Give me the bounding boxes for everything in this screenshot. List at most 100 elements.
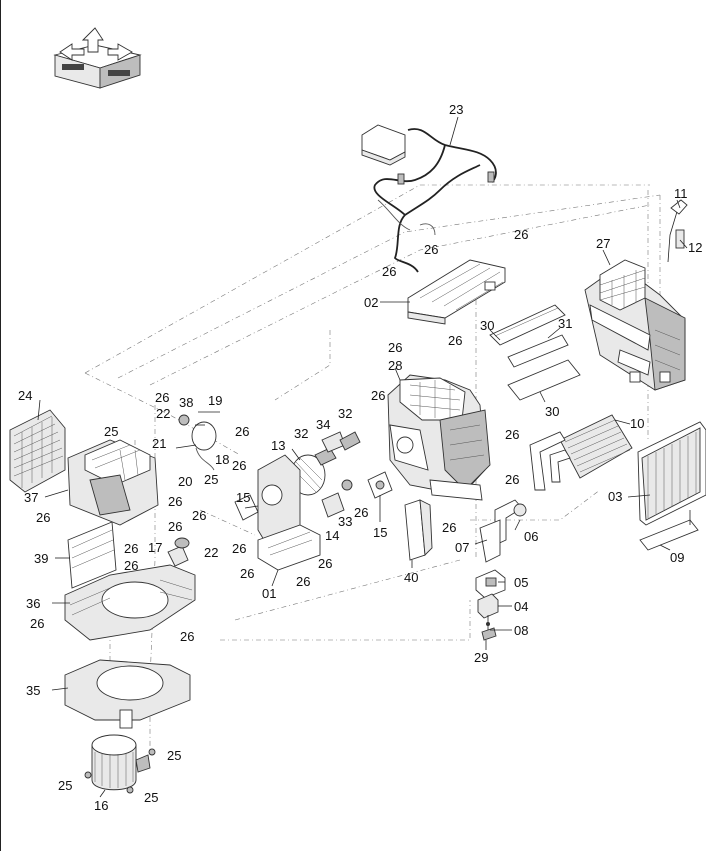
callout-26: 26: [180, 629, 194, 644]
seal-pad-30a: [489, 304, 566, 346]
callout-26: 26: [296, 574, 310, 589]
callout-15a: 15: [236, 490, 250, 505]
callout-23: 23: [449, 102, 463, 117]
clip-29: [481, 627, 497, 641]
valve-05: [475, 569, 506, 599]
callout-28: 28: [388, 358, 402, 373]
callout-26: 26: [232, 458, 246, 473]
callout-24: 24: [18, 388, 32, 403]
callout-26: 26: [448, 333, 462, 348]
pin-08: [486, 615, 490, 632]
callout-34: 34: [316, 417, 330, 432]
callout-15b: 15: [373, 525, 387, 540]
callout-12: 12: [688, 240, 702, 255]
callout-26: 26: [318, 556, 332, 571]
callout-26: 26: [232, 541, 246, 556]
intake-housing-37: [67, 439, 159, 526]
callout-26: 26: [240, 566, 254, 581]
actuator-32b: [339, 431, 361, 451]
heater-core-10: [529, 414, 633, 491]
callout-26: 26: [505, 427, 519, 442]
callout-26: 26: [168, 519, 182, 534]
callout-22a: 22: [156, 406, 170, 421]
callout-26: 26: [124, 558, 138, 573]
callout-04: 04: [514, 599, 528, 614]
callout-26: 26: [235, 424, 249, 439]
callout-13: 13: [271, 438, 285, 453]
callout-06: 06: [524, 529, 538, 544]
callout-39: 39: [34, 551, 48, 566]
evaporator-case-28: [387, 374, 491, 501]
blower-motor-16: [84, 734, 156, 794]
callout-26: 26: [155, 390, 169, 405]
drain-bracket-40: [404, 499, 433, 561]
callout-10: 10: [630, 416, 644, 431]
callout-37: 37: [24, 490, 38, 505]
filter-cover-39: [67, 521, 117, 589]
callout-26: 26: [514, 227, 528, 242]
callout-36: 36: [26, 596, 40, 611]
motor-38: [178, 414, 190, 426]
callout-17: 17: [148, 540, 162, 555]
callout-25b: 25: [204, 472, 218, 487]
callout-01: 01: [262, 586, 276, 601]
wiring-harness: [361, 124, 497, 273]
callout-25a: 25: [104, 424, 118, 439]
link-33: [341, 479, 353, 491]
callout-26: 26: [192, 508, 206, 523]
callout-26: 26: [354, 505, 368, 520]
callout-03: 03: [608, 489, 622, 504]
scroll-upper-36: [64, 564, 196, 641]
bracket-09: [639, 510, 699, 551]
lever-21: [175, 444, 197, 449]
callout-26: 26: [124, 541, 138, 556]
seal-pad-31: [507, 334, 569, 368]
actuator-14: [321, 492, 345, 518]
callout-14: 14: [325, 528, 339, 543]
pipe-06: [479, 499, 527, 563]
callout-05: 05: [514, 575, 528, 590]
page-left-border: [0, 0, 1, 851]
callout-26: 26: [30, 616, 44, 631]
callout-18: 18: [215, 452, 229, 467]
callout-32b: 32: [338, 406, 352, 421]
callout-26: 26: [168, 494, 182, 509]
callout-26: 26: [424, 242, 438, 257]
callout-08: 08: [514, 623, 528, 638]
callout-26: 26: [505, 472, 519, 487]
callout-26: 26: [382, 264, 396, 279]
callout-09: 09: [670, 550, 684, 565]
callout-27: 27: [596, 236, 610, 251]
assembly-guide-lines: [84, 184, 661, 755]
callout-26: 26: [371, 388, 385, 403]
callout-25d: 25: [58, 778, 72, 793]
temperature-sensor-11-12: [667, 199, 688, 263]
callout-26: 26: [388, 340, 402, 355]
air-filter-24: [9, 409, 66, 493]
clip-17: [167, 545, 189, 567]
callout-21: 21: [152, 436, 166, 451]
callout-40: 40: [404, 570, 418, 585]
callout-35: 35: [26, 683, 40, 698]
callout-16: 16: [94, 798, 108, 813]
callout-38: 38: [179, 395, 193, 410]
callout-19: 19: [208, 393, 222, 408]
callout-33: 33: [338, 514, 352, 529]
callout-26: 26: [36, 510, 50, 525]
case-half-01: [257, 454, 321, 571]
callout-02: 02: [364, 295, 378, 310]
callout-25e: 25: [144, 790, 158, 805]
callout-11: 11: [674, 186, 688, 201]
heater-case-27: [584, 259, 686, 391]
callout-26: 26: [442, 520, 456, 535]
duct-02: [407, 259, 506, 325]
vehicle-orientation-cube-icon: [53, 27, 142, 89]
motor-22: [174, 537, 190, 549]
callout-30a: 30: [480, 318, 494, 333]
seal-pad-30b: [507, 359, 581, 401]
resistor-18: [191, 421, 217, 471]
callout-31: 31: [558, 316, 572, 331]
actuator-04: [477, 593, 499, 619]
scroll-lower-35: [64, 659, 191, 729]
